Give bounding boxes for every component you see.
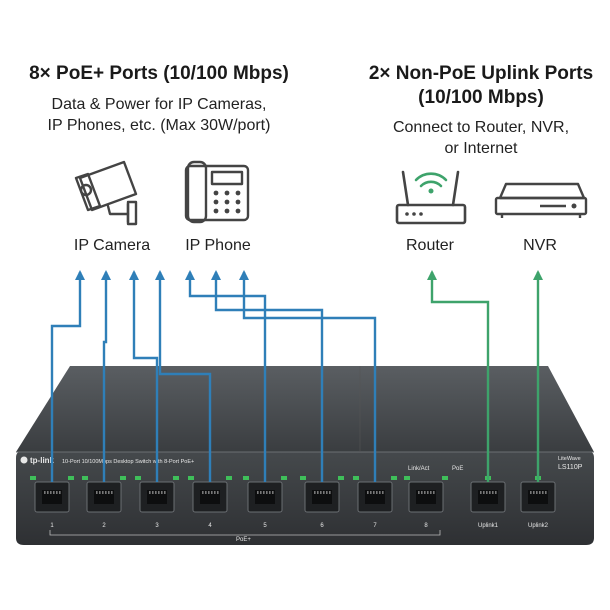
port-led-linkact bbox=[30, 476, 36, 480]
port-8[interactable]: 8 bbox=[404, 476, 448, 529]
uplink-ports-desc-line2: or Internet bbox=[444, 140, 518, 157]
poe-line-port-6-arrow bbox=[211, 270, 221, 280]
poe-line-port-7-arrow bbox=[239, 270, 249, 280]
model-series-label: LiteWave bbox=[558, 456, 581, 462]
ip-phone-icon bbox=[184, 160, 250, 224]
nvr-icon bbox=[494, 182, 588, 218]
port-label: Uplink1 bbox=[478, 523, 499, 529]
port-led-linkact bbox=[404, 476, 410, 480]
led-poe-label: PoE bbox=[452, 466, 463, 472]
led-linkact-label: Link/Act bbox=[408, 466, 430, 472]
port-led-poe bbox=[68, 476, 74, 480]
uplink-line-port-2-arrow bbox=[533, 270, 543, 280]
poe-line-port-5-arrow bbox=[185, 270, 195, 280]
port-label: 7 bbox=[373, 523, 377, 529]
port-label: 4 bbox=[208, 523, 212, 529]
port-led-poe bbox=[442, 476, 448, 480]
poe-line-port-1 bbox=[50, 272, 82, 482]
port-label: 3 bbox=[155, 523, 159, 529]
port-led-linkact bbox=[353, 476, 359, 480]
port-led-linkact bbox=[243, 476, 249, 480]
poe-line-port-3-arrow bbox=[129, 270, 139, 280]
poe-line-port-4-arrow bbox=[155, 270, 165, 280]
poe-line-port-7 bbox=[242, 272, 377, 482]
poe-line-port-4 bbox=[158, 272, 212, 482]
switch-body bbox=[16, 366, 594, 545]
port-led-linkact bbox=[135, 476, 141, 480]
poe-line-port-2-arrow bbox=[101, 270, 111, 280]
poe-line-port-5 bbox=[188, 272, 267, 482]
poe-group-bracket bbox=[49, 530, 441, 536]
poe-ports-title: 8× PoE+ Ports (10/100 Mbps) bbox=[29, 63, 289, 84]
ports-group: 1 2 3 4 5 6 7 8 Uplink1 Uplink2 bbox=[30, 476, 556, 529]
port-label: 5 bbox=[263, 523, 267, 529]
nvr-label: NVR bbox=[523, 237, 557, 254]
port-2[interactable]: 2 bbox=[82, 476, 126, 529]
port-led-poe bbox=[338, 476, 344, 480]
port-7[interactable]: 7 bbox=[353, 476, 397, 529]
port-led-linkact bbox=[300, 476, 306, 480]
poe-ports-desc-line2: IP Phones, etc. (Max 30W/port) bbox=[47, 117, 271, 134]
poe-line-port-3 bbox=[132, 272, 159, 482]
uplink-line-port-1-arrow bbox=[427, 270, 437, 280]
port-led-poe bbox=[173, 476, 179, 480]
port-led-poe bbox=[226, 476, 232, 480]
router-icon bbox=[395, 170, 467, 225]
switch-description: 10-Port 10/100Mbps Desktop Switch with 8… bbox=[62, 459, 194, 465]
port-9[interactable]: Uplink1 bbox=[470, 476, 506, 529]
port-label: Uplink2 bbox=[528, 523, 549, 529]
svg-text:tp-link: tp-link bbox=[30, 456, 55, 465]
port-led-poe bbox=[391, 476, 397, 480]
poe-line-port-2 bbox=[102, 272, 108, 482]
ip-camera-label: IP Camera bbox=[73, 237, 151, 254]
port-led-poe bbox=[120, 476, 126, 480]
uplink-line-port-1 bbox=[430, 272, 490, 482]
port-label: 8 bbox=[424, 523, 428, 529]
poe-line-port-6 bbox=[214, 272, 324, 482]
uplink-ports-title-line1: 2× Non-PoE Uplink Ports bbox=[368, 63, 594, 84]
tp-link-logo: tp-link bbox=[20, 456, 55, 465]
port-label: 6 bbox=[320, 523, 324, 529]
ip-camera-icon bbox=[74, 160, 138, 226]
ip-phone-label: IP Phone bbox=[185, 237, 251, 254]
port-4[interactable]: 4 bbox=[188, 476, 232, 529]
port-1[interactable]: 1 bbox=[30, 476, 74, 529]
uplink-ports-title-line2: (10/100 Mbps) bbox=[418, 87, 544, 108]
poe-group-label: PoE+ bbox=[236, 537, 251, 543]
port-led-linkact bbox=[188, 476, 194, 480]
port-label: 2 bbox=[102, 523, 106, 529]
uplink-ports-desc-line1: Connect to Router, NVR, bbox=[392, 119, 570, 136]
poe-ports-desc-line1: Data & Power for IP Cameras, bbox=[51, 96, 267, 113]
poe-line-port-1-arrow bbox=[75, 270, 85, 280]
port-label: 1 bbox=[50, 523, 54, 529]
connection-lines bbox=[50, 270, 543, 482]
port-led-linkact bbox=[82, 476, 88, 480]
router-label: Router bbox=[405, 237, 455, 254]
model-label: LS110P bbox=[558, 464, 583, 471]
port-led-poe bbox=[281, 476, 287, 480]
